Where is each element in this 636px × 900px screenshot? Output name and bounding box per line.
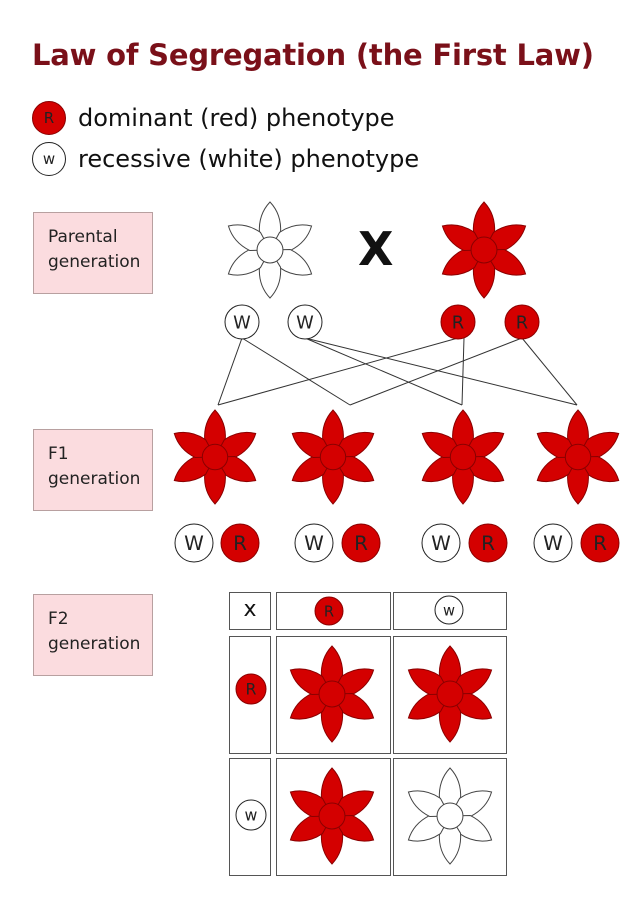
flower-center [436,802,464,830]
allele-w-icon [434,595,464,625]
allele-symbol: R [246,680,257,699]
allele-symbol: R [354,531,368,555]
flower-center [318,680,346,708]
punnett-row-allele-r: R [235,673,267,705]
flower-center [564,443,592,471]
inheritance-line [304,337,463,406]
allele-symbol: R [233,531,247,555]
f1-flower-4 [536,409,620,505]
allele-r-icon [235,673,267,705]
allele-r-icon [341,523,381,563]
allele-symbol: R [593,531,607,555]
allele-symbol: R [516,312,528,333]
flower-center [318,802,346,830]
allele-symbol: W [543,531,563,555]
f2-generation-label: F2 generation [33,594,153,676]
legend-dominant-label: dominant (red) phenotype [78,104,395,132]
parent-red-flower [441,201,527,299]
allele-r-icon [314,596,344,626]
f1-generation-label: F1 generation [33,429,153,511]
punnett-corner-cell: x [229,592,271,630]
f2-flower-rr [289,645,375,743]
f1-allele-1-r: R [220,523,260,563]
parent-white-flower [227,201,313,299]
allele-w-icon: w [32,142,66,176]
f1-allele-1-w: W [174,523,214,563]
legend-recessive-label: recessive (white) phenotype [78,145,420,173]
allele-symbol: w [443,602,455,619]
allele-r-icon [440,304,476,340]
f1-allele-3-w: W [421,523,461,563]
f1-flower-3 [421,409,505,505]
f2-flower-wr [289,767,375,865]
flower-center [319,443,347,471]
parental-generation-label: Parental generation [33,212,153,294]
inheritance-line [304,337,578,406]
allele-w-icon [174,523,214,563]
f2-flower-ww [407,767,493,865]
punnett-col-allele-w: w [434,595,464,625]
allele-w-icon [294,523,334,563]
cross-symbol: X [358,222,394,276]
flower-center [436,680,464,708]
punnett-col-allele-r: R [314,596,344,626]
cross-lines [217,337,578,406]
allele-w-icon [533,523,573,563]
flower-center [449,443,477,471]
legend-recessive: w recessive (white) phenotype [32,142,419,176]
f1-allele-2-w: W [294,523,334,563]
f1-flower-1 [173,409,257,505]
allele-w-icon [235,799,267,831]
allele-symbol: W [233,312,251,333]
flower-center [256,236,284,264]
inheritance-line [217,337,243,406]
allele-r-icon [220,523,260,563]
inheritance-line [349,337,523,406]
inheritance-line [241,337,351,406]
allele-symbol: W [296,312,314,333]
parent-allele-r2: R [504,304,540,340]
allele-symbol: R [324,603,334,620]
f1-allele-4-w: W [533,523,573,563]
legend-dominant: R dominant (red) phenotype [32,101,395,135]
parent-allele-w2: W [287,304,323,340]
allele-w-icon [224,304,260,340]
parent-allele-w1: W [224,304,260,340]
allele-symbol: w [245,806,258,825]
allele-symbol: R [481,531,495,555]
punnett-corner-label: x [243,597,257,622]
inheritance-line [461,337,465,406]
inheritance-line [521,337,578,406]
f1-allele-3-r: R [468,523,508,563]
allele-r-icon [580,523,620,563]
punnett-row-allele-w: w [235,799,267,831]
allele-symbol: R [452,312,464,333]
f1-allele-2-r: R [341,523,381,563]
f1-allele-4-r: R [580,523,620,563]
page-title: Law of Segregation (the First Law) [32,38,594,72]
parent-allele-r1: R [440,304,476,340]
flower-center [201,443,229,471]
flower-center [470,236,498,264]
allele-w-icon [287,304,323,340]
allele-r-icon [468,523,508,563]
allele-symbol: W [431,531,451,555]
allele-r-icon: R [32,101,66,135]
inheritance-line [217,337,459,406]
allele-symbol: W [184,531,204,555]
allele-symbol: W [304,531,324,555]
allele-r-icon [504,304,540,340]
allele-w-icon [421,523,461,563]
f1-flower-2 [291,409,375,505]
f2-flower-rw [407,645,493,743]
